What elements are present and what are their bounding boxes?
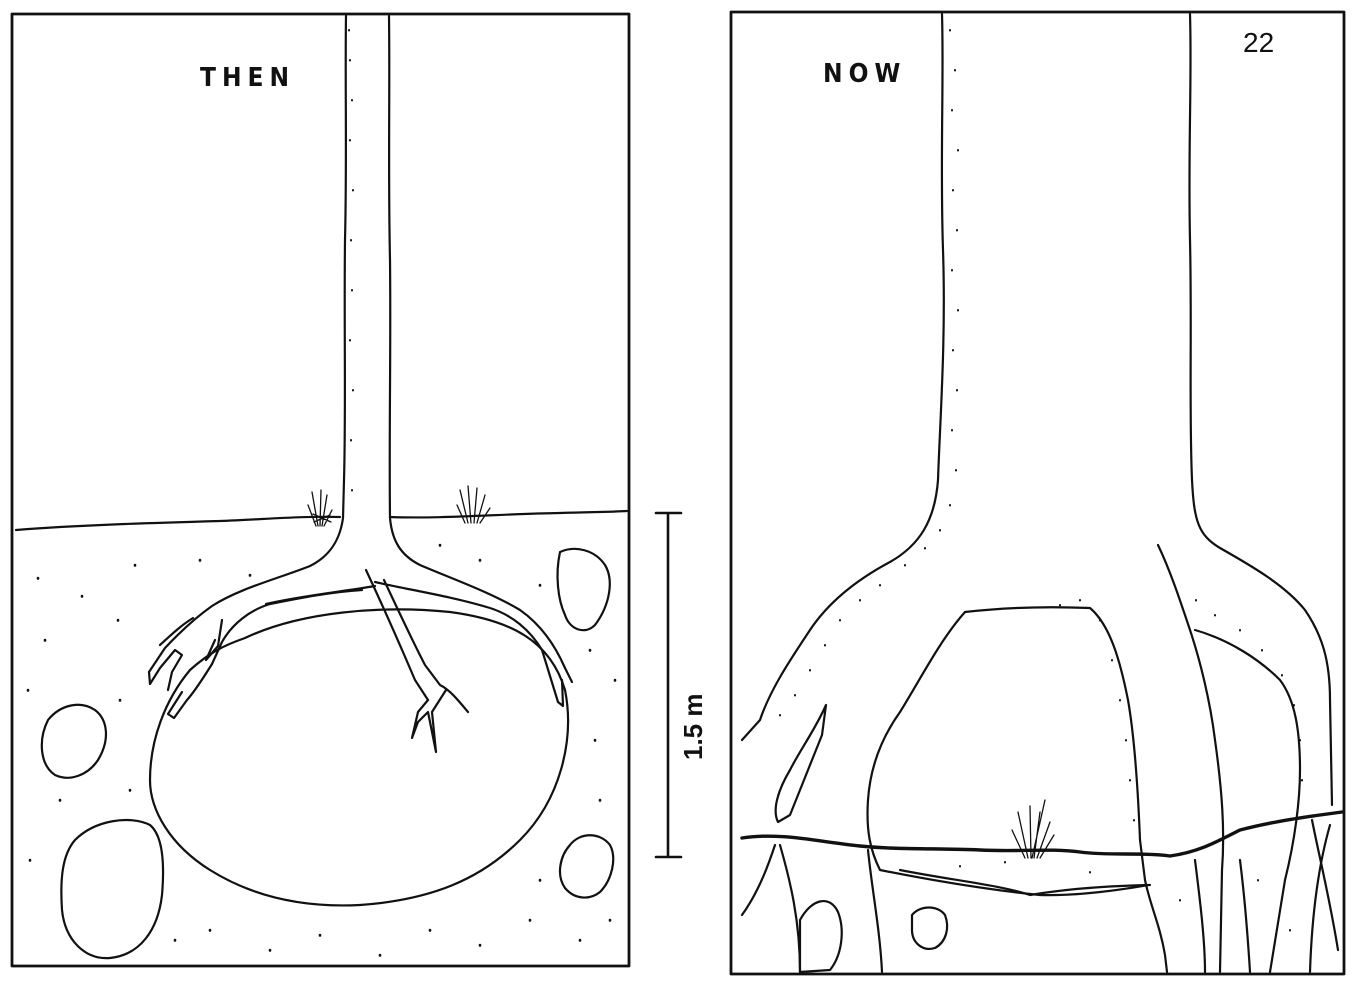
then-soil-stipple bbox=[28, 545, 615, 956]
now-root-far-right-2 bbox=[1312, 820, 1338, 950]
page-number: 22 bbox=[1243, 27, 1274, 58]
panel-then-label: THEN bbox=[200, 63, 295, 93]
scale-bar-line bbox=[656, 513, 681, 857]
panel-now-label: NOW bbox=[823, 59, 906, 89]
now-trunk-stipple bbox=[780, 30, 1302, 931]
then-grass-tuft-right bbox=[457, 486, 490, 523]
then-trunk-stipple bbox=[349, 30, 353, 491]
now-lower-root-right bbox=[1195, 825, 1330, 972]
scale-bar: 1.5 m bbox=[656, 513, 708, 857]
now-small-stone bbox=[912, 908, 947, 949]
now-root-centre-outline bbox=[965, 607, 1167, 972]
then-trunk-right-edge bbox=[389, 16, 390, 518]
then-grass-tuft-left bbox=[308, 490, 332, 526]
now-lower-root-left bbox=[742, 845, 800, 972]
then-large-boulder bbox=[150, 609, 568, 905]
panel-then: THEN bbox=[12, 14, 629, 966]
panel-now: NOW 22 bbox=[731, 12, 1344, 974]
now-root-left-edge bbox=[776, 705, 826, 822]
now-lower-stone bbox=[800, 901, 842, 972]
then-root-system bbox=[149, 518, 572, 752]
then-stone-left-lower bbox=[61, 820, 163, 958]
now-root-right-outline bbox=[1158, 545, 1223, 972]
scale-bar-label: 1.5 m bbox=[678, 694, 708, 761]
then-trunk-left-edge bbox=[343, 16, 346, 518]
now-old-ground-line bbox=[742, 812, 1342, 856]
now-trunk-right-edge bbox=[1189, 14, 1332, 805]
then-stone-right-lower bbox=[560, 835, 613, 897]
now-trunk-left-edge bbox=[742, 14, 944, 740]
then-stone-left-middle bbox=[42, 705, 106, 778]
then-stone-right-upper bbox=[558, 549, 610, 630]
then-ground-line bbox=[16, 511, 627, 530]
now-root-far-right bbox=[1195, 630, 1300, 972]
